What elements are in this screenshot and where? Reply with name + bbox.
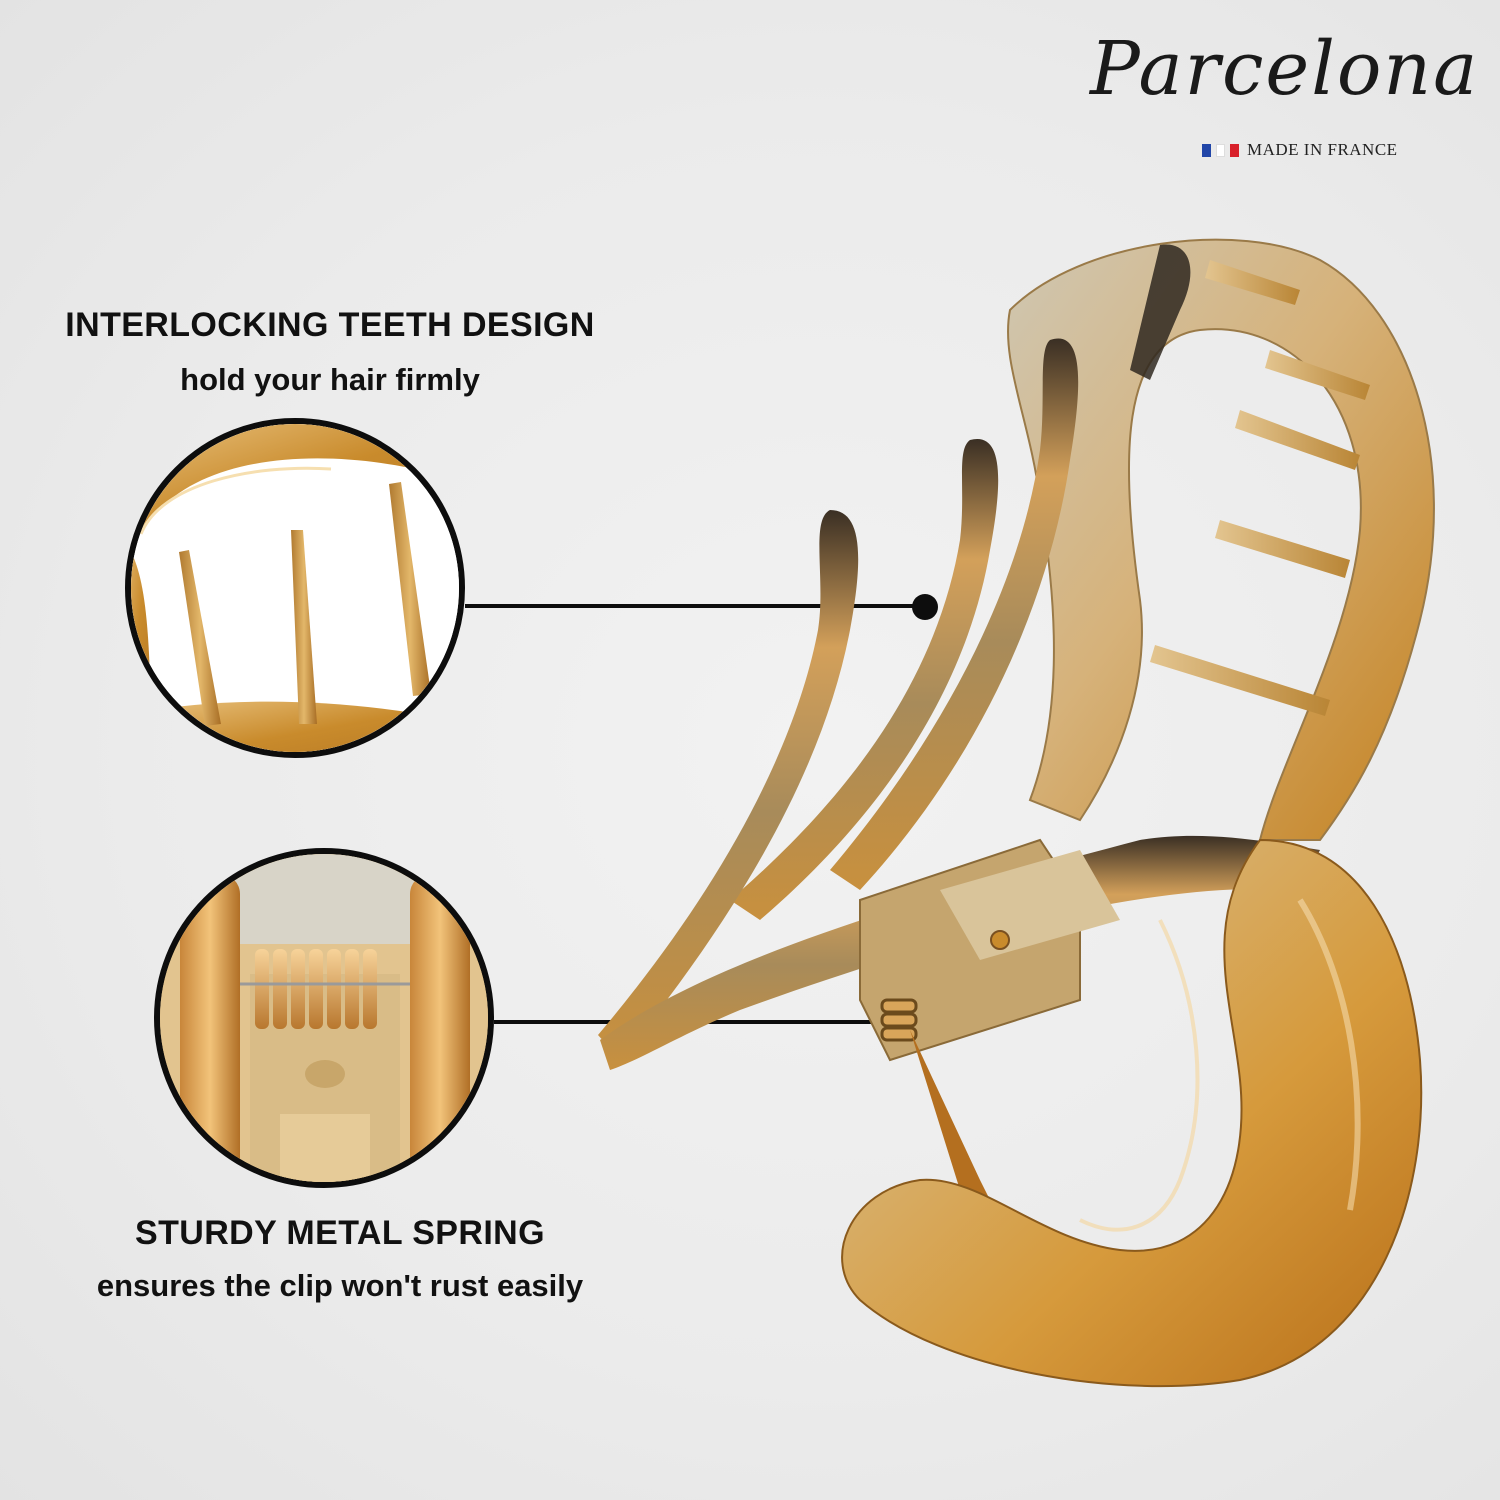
feature-spring-title: STURDY METAL SPRING — [135, 1214, 545, 1252]
hair-claw-clip-image — [560, 200, 1500, 1430]
teeth-connector-dot — [912, 594, 938, 620]
brand-logo: Parcelona MADE IN FRANCE — [1080, 20, 1480, 170]
teeth-connector-line — [465, 604, 925, 608]
teeth-closeup-image — [125, 418, 465, 758]
french-flag-icon — [1202, 143, 1239, 157]
made-in-france-tag: MADE IN FRANCE — [1202, 140, 1398, 160]
spring-closeup-image — [154, 848, 494, 1188]
brand-name: Parcelona — [1090, 26, 1480, 112]
feature-spring-subtitle: ensures the clip won't rust easily — [96, 1268, 584, 1303]
feature-teeth-subtitle: hold your hair firmly — [180, 362, 480, 397]
feature-teeth-title: INTERLOCKING TEETH DESIGN — [65, 306, 595, 344]
brand-tagline: MADE IN FRANCE — [1247, 140, 1398, 159]
